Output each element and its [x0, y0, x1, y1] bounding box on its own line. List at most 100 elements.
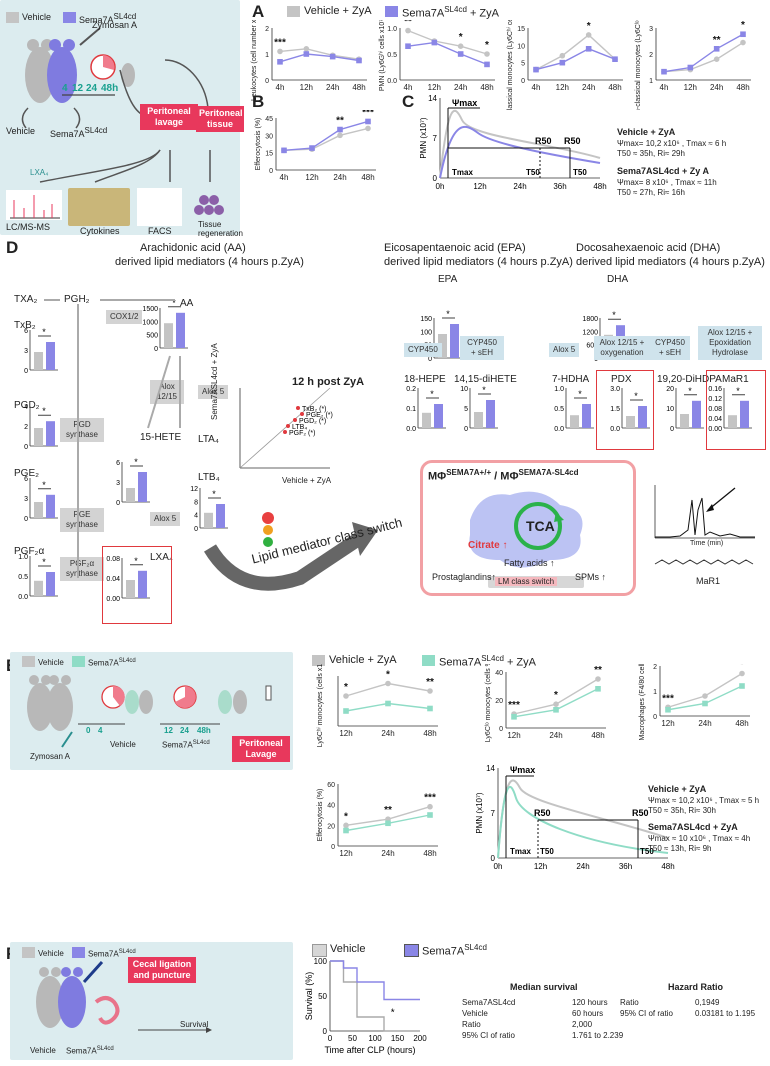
e-legend-vehicle-label: Vehicle + ZyA — [329, 654, 397, 666]
sema-mouse-label: Sema7ASL4cd — [50, 126, 108, 139]
a2-y-tick: 10 — [517, 43, 525, 50]
a1-point — [484, 61, 490, 68]
a3-point — [713, 46, 720, 52]
b-y-tick: 0 — [269, 168, 273, 175]
d-pgf2a-sig: * — [42, 557, 46, 567]
a1-y-tick: 0.5 — [387, 52, 397, 59]
sema-swatch — [63, 12, 76, 23]
c-r50-label: R50 — [535, 136, 552, 146]
d-pdx-tick: 3.0 — [610, 386, 620, 393]
f-legend-vehicle-swatch — [312, 944, 327, 957]
traffic-amber — [263, 525, 273, 535]
d-pge2-bar-sema — [46, 494, 55, 518]
d-aa-tick: 500 — [146, 333, 158, 340]
e-ly6chi-sig: * — [344, 682, 348, 693]
mar1-frame — [706, 370, 766, 450]
d-epa-bar-sema — [450, 324, 459, 358]
e-pmn-x-tick: 36h — [619, 862, 632, 871]
f-x-tick: 0 — [328, 1034, 333, 1043]
d-pge2-bar-vehicle — [34, 502, 43, 518]
b-x-tick: 12h — [305, 173, 318, 182]
d-dha-sig: * — [612, 310, 616, 320]
a2-point — [585, 32, 592, 38]
d-ltb4-sig: * — [212, 489, 216, 499]
e-macro-y-tick: 1 — [653, 689, 657, 696]
d-mar1-tick: 0.04 — [708, 416, 722, 423]
e-effero-y-label: Efferocytosis (%) — [317, 789, 324, 842]
mar1-structure-label: MaR1 — [696, 576, 721, 586]
pgf2a-label: PGF₂α — [14, 546, 45, 557]
e-zymosan-label: Zymosan A — [30, 752, 71, 761]
d-ltb4-tick: 0 — [194, 526, 198, 533]
d-hdha7-tick: 0.5 — [554, 406, 564, 413]
median-row-value: 120 hours — [572, 998, 608, 1007]
f-legend-sema-swatch — [404, 944, 419, 957]
a0-x-tick: 48h — [352, 83, 365, 92]
scatter-ylabel: Sema7ASL4cd + ZyA — [210, 343, 219, 420]
b-series-line — [283, 120, 369, 152]
d-dihete-tick: 10 — [460, 386, 468, 393]
f-y-tick: 100 — [314, 957, 328, 966]
e-ly6clo-point — [595, 686, 601, 692]
scatter-point-label: TxB₂ (*) — [302, 406, 327, 413]
macrophage-cell-drawing — [469, 491, 584, 588]
d-pgf2a-tick: 0.5 — [18, 574, 28, 581]
d-dha-tick: 1800 — [582, 316, 598, 323]
lxa4-label: LXA₄ — [150, 552, 173, 563]
c-sema-line1: Ψmax= 8 x10⁶ , Tmax ≈ 11h — [617, 178, 717, 187]
d-dihdpa-tick: 20 — [666, 386, 674, 393]
a2-point — [559, 59, 566, 66]
a3-point — [687, 64, 694, 71]
f-x-label: Time after CLP (hours) — [324, 1045, 415, 1055]
mar1-label: MaR1 — [722, 374, 749, 385]
f-sema-curve — [330, 960, 420, 1001]
e-macro-point — [702, 700, 708, 707]
schematic-f-drawing — [36, 960, 212, 1033]
d-lxa4-tick: 0.00 — [106, 596, 120, 603]
d-dihdpa-bar-vehicle — [680, 414, 689, 428]
e-pmn-r50: R50 — [534, 808, 551, 818]
e-legend-sema-label: Sema7ASL4cd + ZyA — [439, 654, 536, 669]
d-hepe18-bar-vehicle — [422, 412, 431, 428]
e-ly6clo-point — [595, 676, 601, 682]
spms-label: SPMs ↑ — [575, 572, 607, 582]
switch-arrow-head — [352, 522, 378, 556]
d-lxa4-bar-sema — [138, 570, 147, 598]
scatter-point-label: PGE₂ (*) — [306, 412, 333, 419]
b-point — [365, 125, 371, 132]
a1-x-tick: 12h — [428, 83, 441, 92]
e-legend-sema-swatch — [422, 655, 435, 666]
e-ly6chi-sig: ** — [426, 677, 434, 688]
d-txb2-bar-vehicle — [34, 352, 43, 370]
e-lavage-tag: Peritoneal Lavage — [232, 736, 290, 762]
a2-x-tick: 4h — [532, 83, 541, 92]
a3-sig: ** — [713, 35, 721, 46]
e-macro-x-tick: 12h — [661, 719, 674, 728]
e-pmn-psi: Ψmax — [510, 765, 535, 775]
lcms-label: LC/MS-MS — [6, 222, 51, 232]
a1-y-label: PMN (Ly6Gʰⁱ cells x10⁷) — [378, 20, 386, 91]
e-macro-point — [665, 706, 671, 713]
lta4-label: LTA₄ — [198, 434, 219, 445]
d-epa-tick: 0 — [428, 356, 432, 363]
d-pgf2a-bar-vehicle — [34, 580, 43, 596]
txb2-label: TxB₂ — [14, 320, 36, 331]
d-pdx-bar-sema — [638, 406, 647, 428]
scatter-point-label: PGF₂ (*) — [289, 430, 315, 437]
time-4: 4 — [62, 83, 68, 94]
d-txb2-bar-sema — [46, 342, 55, 370]
b-y-label: Efferocytosis (%) — [255, 118, 262, 171]
hazard-title: Hazard Ratio — [668, 982, 724, 992]
d-ltb4-tick: 8 — [194, 499, 198, 506]
aa-label: AA — [180, 298, 194, 309]
mar1-structure — [654, 559, 754, 565]
a0-point — [329, 53, 336, 60]
aa-title: Arachidonic acid (AA) — [140, 242, 246, 254]
a3-point — [713, 56, 720, 62]
dihdpa-label: 19,20-DiHDPA — [657, 374, 722, 385]
b-sig: ** — [336, 116, 344, 127]
a3-y-tick: 3 — [649, 26, 653, 33]
